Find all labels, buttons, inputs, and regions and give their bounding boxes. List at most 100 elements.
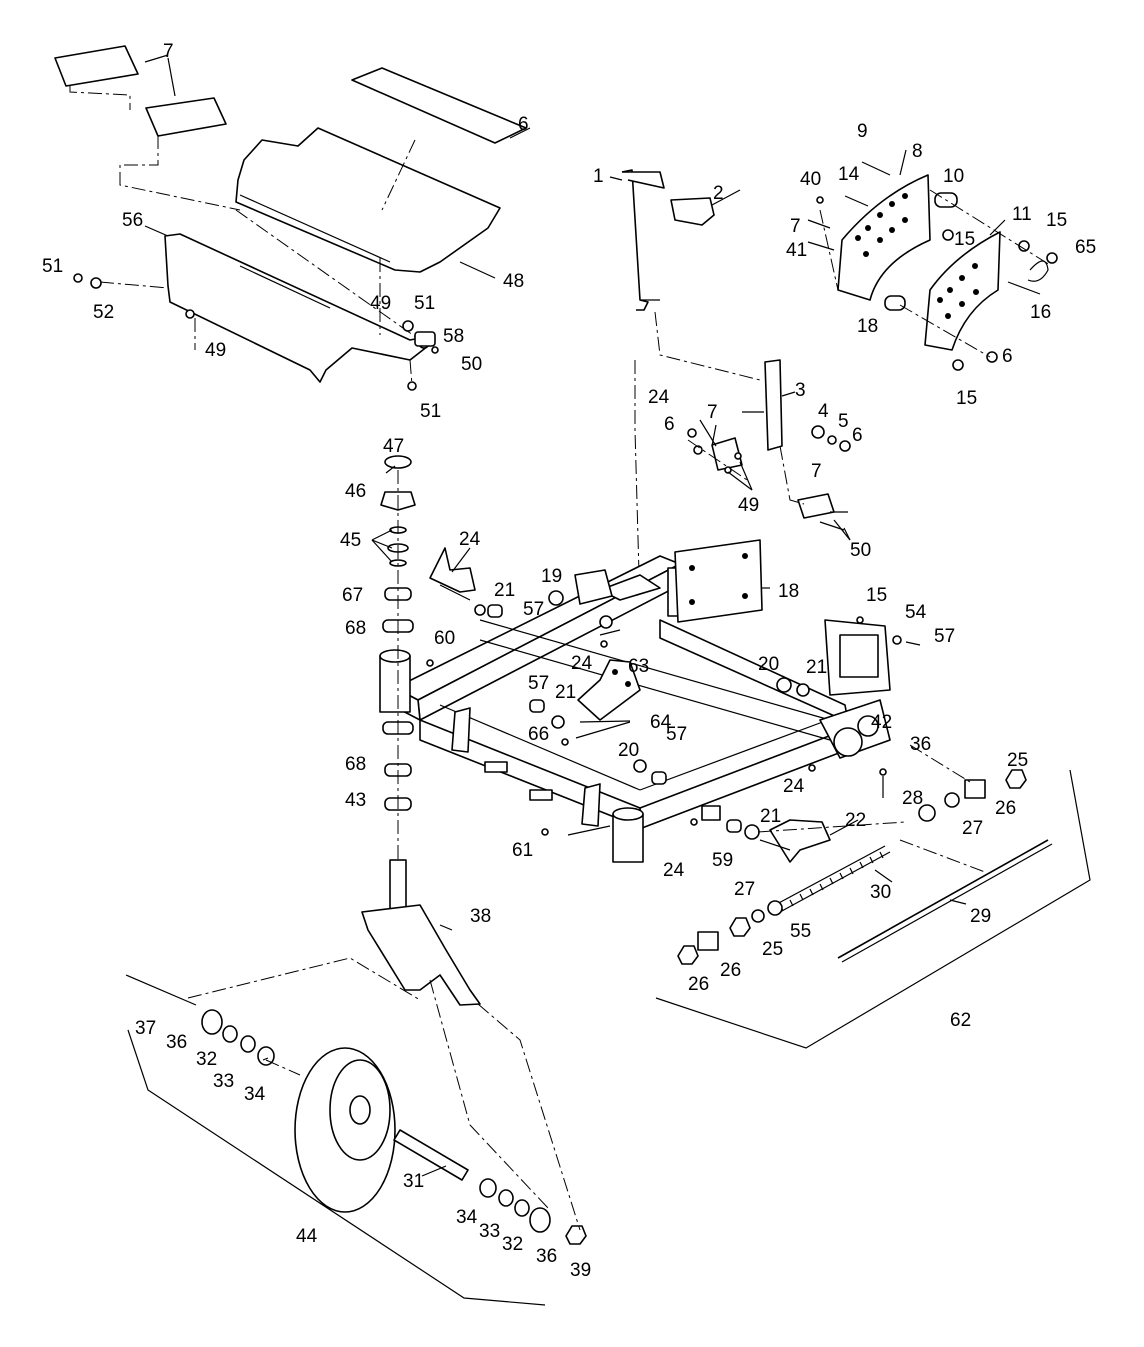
- group-bracket-42: [127, 1029, 546, 1306]
- callout-label: 43: [345, 790, 366, 811]
- decal-small-1: [54, 45, 139, 87]
- callout-label: 44: [296, 1226, 318, 1247]
- callout-label: 7: [790, 216, 801, 237]
- callout-label: 39: [570, 1260, 591, 1281]
- callout-label: 15: [954, 229, 975, 250]
- spring-assembly: [677, 744, 1053, 965]
- callout-label: 47: [383, 436, 404, 457]
- callout-label: 6: [518, 114, 529, 135]
- callout-label: 36: [536, 1246, 557, 1267]
- callout-label: 4: [818, 401, 829, 422]
- bracket-23: [429, 547, 476, 601]
- callout-label: 28: [902, 788, 923, 809]
- callout-label: 37: [135, 1018, 156, 1039]
- callout-label: 21: [806, 657, 827, 678]
- callout-leaders: [144, 54, 1006, 1177]
- callout-label: 7: [707, 402, 718, 423]
- callout-label: 61: [512, 840, 533, 861]
- callout-label: 15: [1046, 210, 1067, 231]
- callout-label: 24: [663, 860, 685, 881]
- callout-label: 41: [786, 240, 807, 261]
- callout-label: 57: [528, 673, 549, 694]
- group-bracket-62: [655, 769, 1091, 1049]
- callout-label: 56: [122, 210, 143, 231]
- callout-label: 51: [42, 256, 63, 277]
- callout-label: 31: [403, 1171, 424, 1192]
- callout-label: 57: [934, 626, 955, 647]
- callout-label: 18: [857, 316, 878, 337]
- callout-label: 32: [196, 1049, 217, 1070]
- callout-label: 30: [870, 882, 891, 903]
- callout-label: 51: [414, 293, 435, 314]
- callout-label: 63: [628, 656, 649, 677]
- side-panel: [164, 233, 429, 383]
- callout-label: 19: [541, 566, 562, 587]
- callout-label: 50: [850, 540, 871, 561]
- callout-label: 6: [1002, 346, 1013, 367]
- bracket-63: [577, 659, 641, 721]
- caster-wheel: [294, 1047, 396, 1213]
- callout-label: 1: [593, 166, 604, 187]
- callout-label: 20: [758, 654, 779, 675]
- callout-label: 25: [1007, 750, 1028, 771]
- callout-label: 42: [871, 712, 892, 733]
- callout-label: 57: [523, 599, 544, 620]
- fasteners-top-left: [73, 273, 439, 391]
- caster-stack: [380, 455, 416, 860]
- callout-label: 32: [502, 1234, 523, 1255]
- callout-label: 27: [962, 818, 983, 839]
- callout-label: 21: [494, 580, 515, 601]
- threaded-rod-29: [837, 839, 1053, 963]
- callout-label: 27: [734, 879, 755, 900]
- callout-label: 16: [1030, 302, 1051, 323]
- callout-label: 15: [866, 585, 887, 606]
- callout-label: 51: [420, 401, 441, 422]
- callout-label: 21: [760, 806, 781, 827]
- callout-label: 34: [244, 1084, 266, 1105]
- pedal-lever: [621, 169, 761, 381]
- callout-label: 7: [163, 41, 174, 62]
- callout-label: 33: [213, 1071, 234, 1092]
- callout-label: 34: [456, 1207, 478, 1228]
- caster-pivot-tube-right: [612, 807, 644, 863]
- callout-label: 52: [93, 302, 114, 323]
- callout-label: 68: [345, 754, 366, 775]
- callout-label: 55: [790, 921, 811, 942]
- callout-label: 66: [528, 724, 549, 745]
- main-frame: [394, 539, 891, 829]
- callout-label: 11: [1012, 204, 1032, 225]
- callout-label: 24: [648, 387, 670, 408]
- foot-platform: [235, 127, 501, 273]
- callout-label: 64: [650, 712, 672, 733]
- callout-label: 6: [852, 425, 863, 446]
- callout-label: 8: [912, 141, 923, 162]
- callout-label: 67: [342, 585, 363, 606]
- callout-label: 38: [470, 906, 491, 927]
- callout-label: 57: [666, 724, 687, 745]
- callout-label: 49: [370, 293, 391, 314]
- callout-label: 21: [555, 682, 576, 703]
- callout-label: 24: [783, 776, 805, 797]
- callout-label: 33: [479, 1221, 500, 1242]
- height-adjust-plate-right: [924, 231, 1001, 351]
- callout-label: 29: [970, 906, 991, 927]
- caster-fork: [361, 859, 481, 1006]
- callout-label: 49: [205, 340, 226, 361]
- callout-label: 24: [459, 529, 481, 550]
- callout-label: 54: [905, 602, 927, 623]
- callout-label: 65: [1075, 237, 1096, 258]
- callout-label: 26: [688, 974, 709, 995]
- callout-label: 59: [712, 850, 733, 871]
- callout-numbers: 7 6 56 51 52 48 49 51 58 49 50 51 1 2 24…: [42, 41, 1096, 1281]
- caster-pivot-tube-left: [379, 649, 411, 713]
- callout-label: 7: [811, 461, 822, 482]
- callout-label: 49: [738, 495, 759, 516]
- callout-label: 20: [618, 740, 639, 761]
- decal-small-2: [145, 97, 227, 137]
- callout-label: 2: [713, 183, 724, 204]
- callout-label: 26: [995, 798, 1016, 819]
- leader-lines-top-left: [69, 85, 421, 386]
- callout-label: 15: [956, 388, 977, 409]
- callout-label: 25: [762, 939, 783, 960]
